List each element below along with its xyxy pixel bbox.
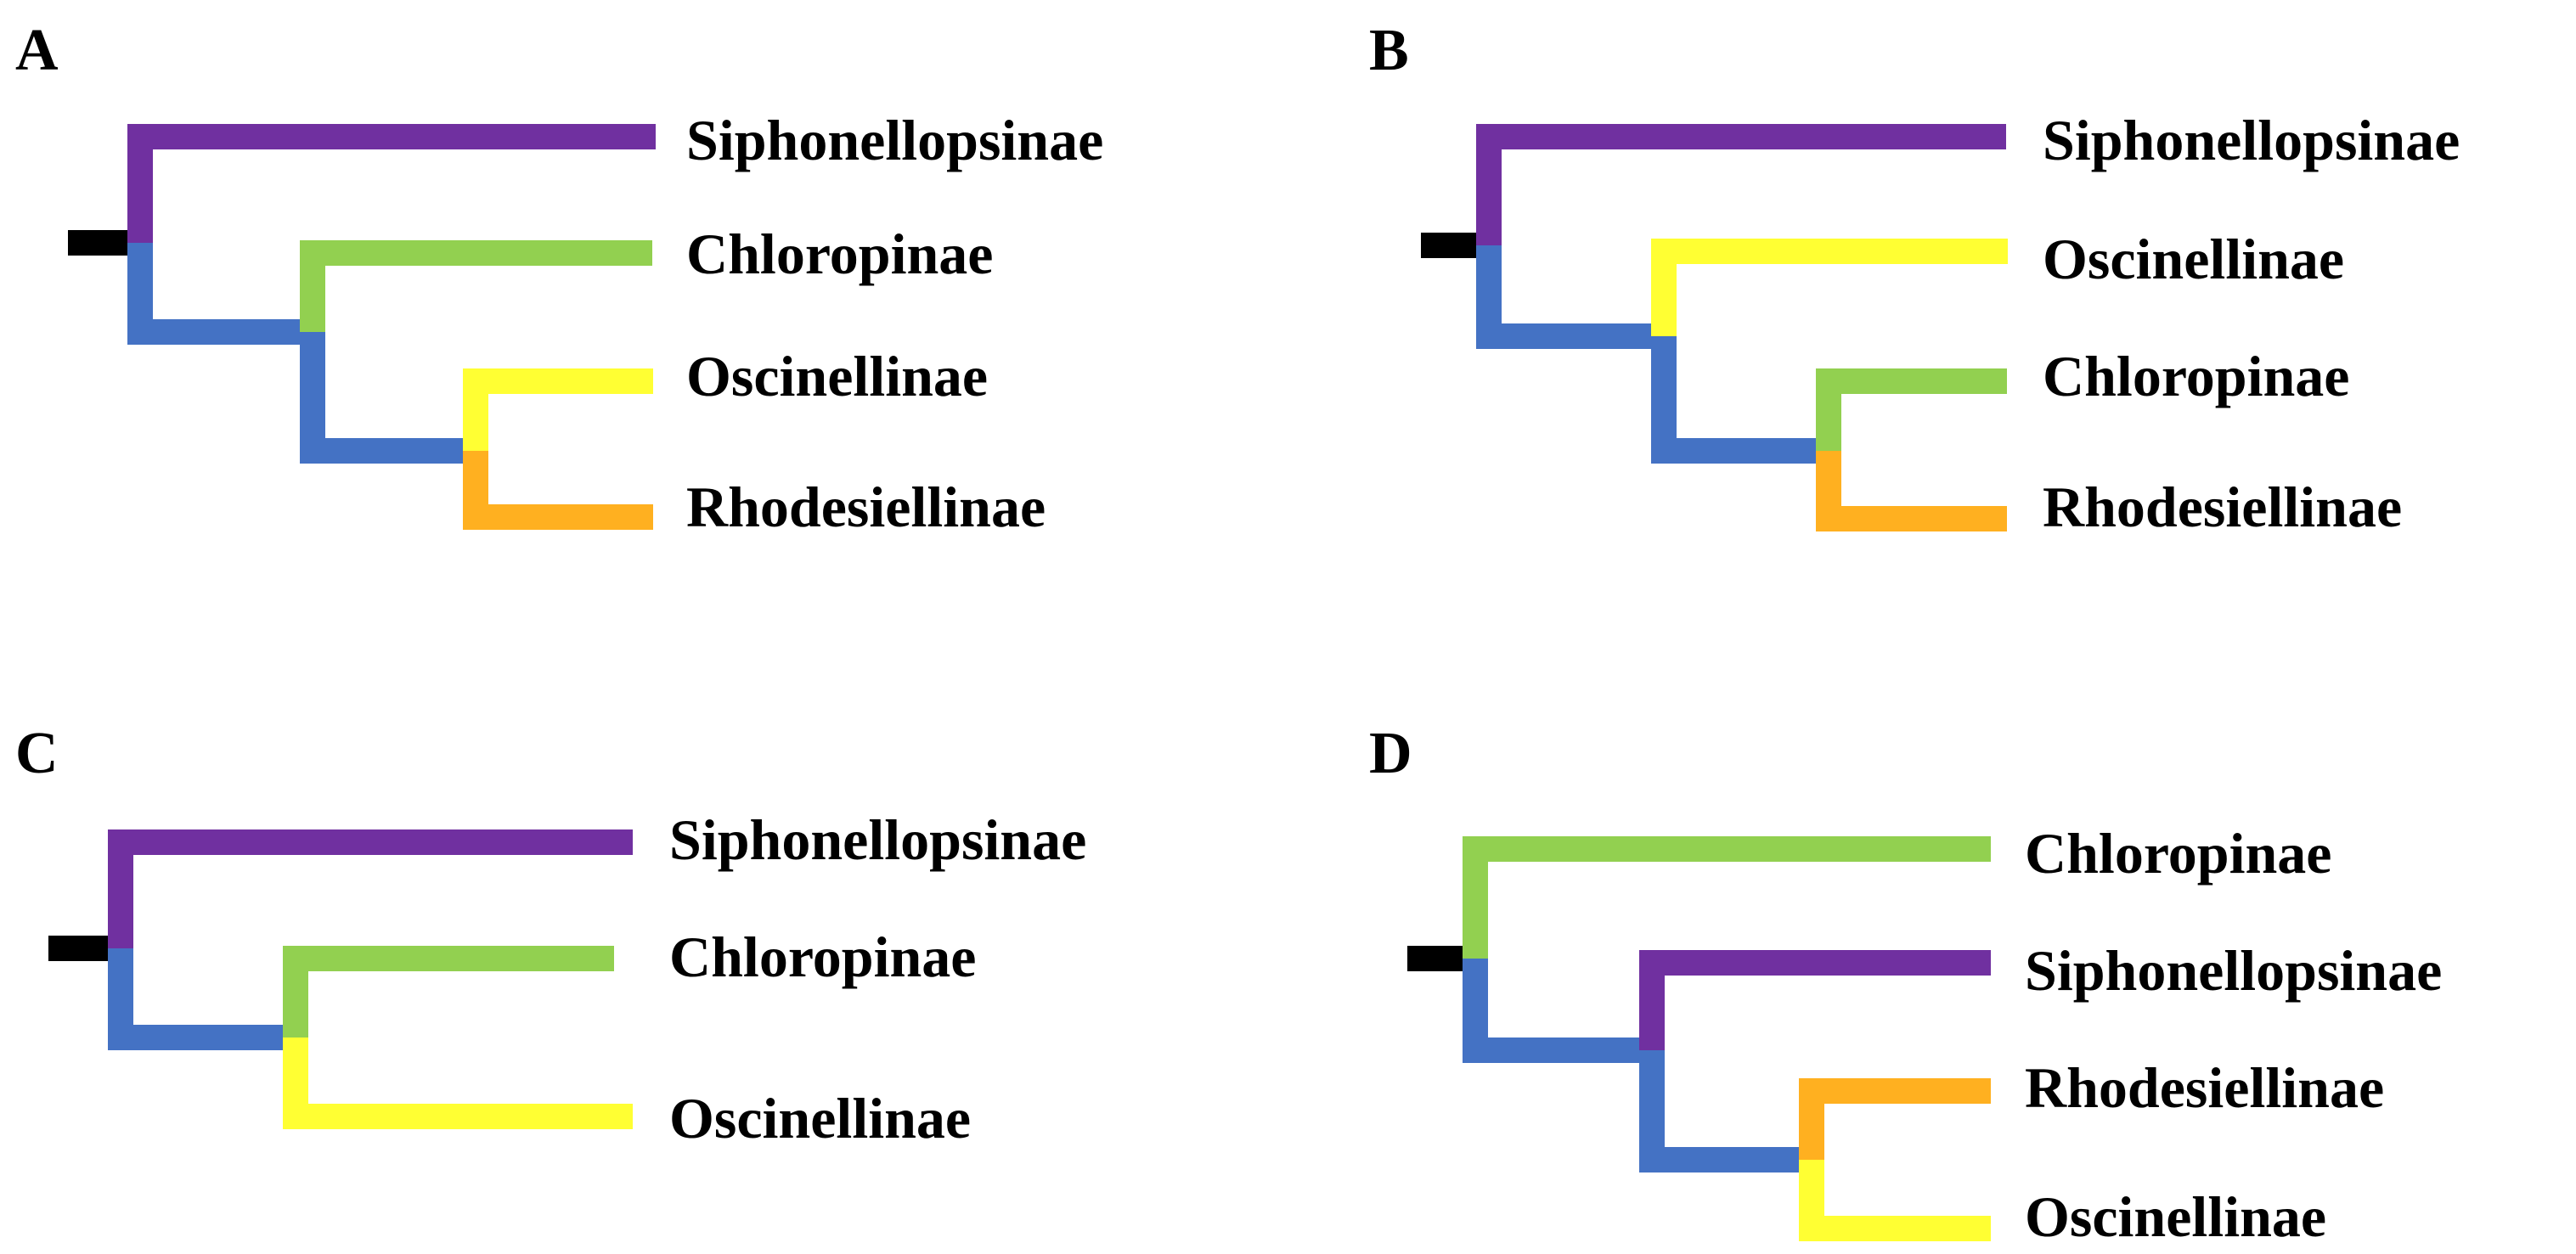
panel-c-root-stem (48, 936, 110, 961)
panel-a-letter: A (15, 18, 59, 83)
panel-d-taxon-label: Siphonellopsinae (2025, 938, 2442, 1003)
panel-d: D Chloropinae Siphonellopsinae Rhodesiel… (1369, 721, 2442, 1249)
panel-b-branch-rhodesiellinae (1816, 506, 2007, 531)
panel-d-taxon-label: Oscinellinae (2025, 1184, 2326, 1249)
panel-d-root-stem (1407, 946, 1468, 971)
panel-a: A Siphonellopsinae Chloropinae Oscinelli… (15, 18, 1103, 539)
panel-c-branch-chloropinae (283, 946, 614, 971)
panel-b: B Siphonellopsinae Oscinellinae Chloropi… (1369, 18, 2460, 539)
panel-b-taxon-label: Rhodesiellinae (2043, 475, 2402, 539)
panel-d-internal-2 (1639, 1147, 1805, 1172)
panel-c-taxon-label: Oscinellinae (669, 1086, 971, 1150)
panel-c-taxon-label: Chloropinae (669, 925, 976, 989)
panel-d-branch-siphonellopsinae (1639, 950, 1991, 976)
panel-d-taxon-label: Chloropinae (2025, 821, 2331, 886)
panel-b-taxon-label: Siphonellopsinae (2043, 108, 2460, 172)
panel-a-taxon-label: Rhodesiellinae (686, 475, 1046, 539)
panel-c-internal-1 (108, 1025, 300, 1050)
panel-b-internal-2 (1651, 438, 1829, 464)
panel-b-branch-siphonellopsinae (1476, 124, 2006, 149)
panel-a-branch-oscinellinae (463, 368, 653, 394)
panel-a-taxon-label: Siphonellopsinae (686, 108, 1103, 172)
panel-b-taxon-label: Chloropinae (2043, 344, 2349, 408)
panel-b-root-stem (1421, 233, 1482, 258)
panel-a-branch-siphonellopsinae (127, 124, 656, 149)
panel-d-internal-1 (1463, 1038, 1656, 1063)
panel-c-letter: C (15, 721, 59, 786)
panel-c-branch-siphonellopsinae (108, 829, 633, 855)
panel-a-branch-rhodesiellinae (463, 504, 653, 530)
panel-d-branch-rhodesiellinae (1799, 1078, 1991, 1104)
panel-b-letter: B (1369, 18, 1409, 83)
panel-d-branch-chloropinae (1463, 836, 1991, 862)
panel-b-taxon-label: Oscinellinae (2043, 227, 2344, 291)
panel-b-internal-1 (1476, 323, 1670, 349)
panel-a-root-stem (68, 230, 129, 256)
panel-c-branch-oscinellinae (283, 1104, 633, 1129)
panel-d-letter: D (1369, 721, 1412, 786)
panel-d-taxon-label: Rhodesiellinae (2025, 1055, 2384, 1120)
panel-a-taxon-label: Chloropinae (686, 222, 993, 286)
panel-b-branch-chloropinae (1816, 368, 2007, 394)
panel-a-branch-chloropinae (300, 240, 652, 266)
panel-a-taxon-label: Oscinellinae (686, 344, 988, 408)
panel-a-internal-1 (127, 319, 321, 345)
panel-c: C Siphonellopsinae Chloropinae Oscinelli… (15, 721, 1086, 1150)
panel-c-taxon-label: Siphonellopsinae (669, 807, 1086, 872)
panel-d-branch-oscinellinae (1799, 1216, 1991, 1241)
panel-a-internal-2 (300, 438, 476, 464)
panel-b-branch-oscinellinae (1651, 239, 2008, 264)
